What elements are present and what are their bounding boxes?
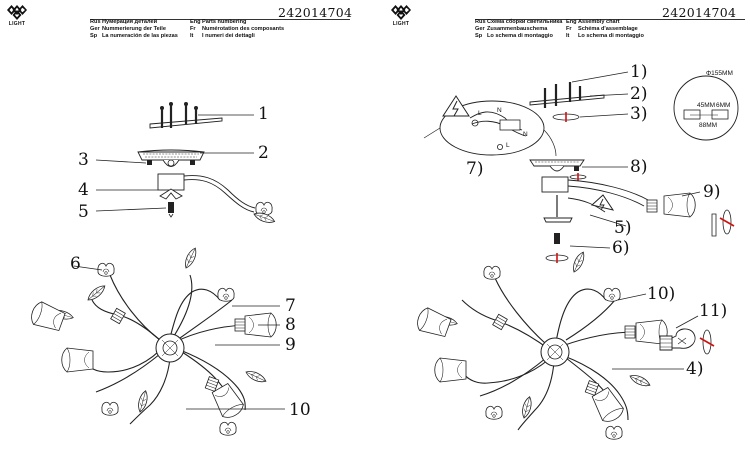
mounting-plate-right (541, 176, 735, 263)
part-number-5: 5 (78, 202, 89, 222)
part-number-9: 9 (285, 335, 296, 355)
wire-label-n2: N (523, 131, 528, 138)
step-label-6: 6) (612, 238, 630, 258)
header-rule-right (475, 19, 745, 20)
canopy-dimension-circle (673, 75, 739, 141)
step-label-11: 11) (699, 301, 728, 321)
product-code-left: 242014704 (278, 5, 353, 20)
wire-label-l2: L (506, 142, 510, 149)
logo-text: LIGHT (8, 21, 26, 27)
part-number-2: 2 (258, 143, 269, 163)
mounting-bracket (149, 102, 223, 129)
step-label-8: 8) (630, 157, 648, 177)
step-label-1: 1) (630, 62, 648, 82)
dimension-45mm: 45MM (697, 102, 716, 109)
canopy-right (529, 159, 587, 181)
canopy (137, 149, 205, 167)
step-label-7: 7) (466, 159, 484, 179)
step-label-2: 2) (630, 84, 648, 104)
brand-logo-right: LIGHT (388, 2, 414, 27)
chandelier-assembled-right (414, 250, 668, 440)
part-number-1: 1 (258, 104, 269, 124)
dimension-6mm: 6MM (716, 102, 731, 109)
wire-label-n1: N (497, 107, 502, 114)
part-number-4: 4 (78, 180, 89, 200)
part-number-7: 7 (285, 296, 296, 316)
part-number-3: 3 (78, 150, 89, 170)
step-label-4: 4) (686, 359, 704, 379)
wire-label-l1: L (478, 110, 482, 117)
header-rule-left (90, 19, 350, 20)
part-number-8: 8 (285, 315, 296, 335)
dimension-88mm: 88MM (699, 122, 718, 129)
step-label-5: 5) (614, 218, 632, 238)
logo-text: LIGHT (392, 21, 410, 27)
brand-logo-left: LIGHT (4, 2, 30, 27)
step-label-3: 3) (630, 104, 648, 124)
logo-diamonds-icon (391, 5, 411, 20)
mounting-plate-arm (157, 173, 277, 226)
chandelier-assembled-left (28, 246, 277, 436)
product-code-right: 242014704 (662, 5, 737, 20)
wiring-detail-magnifier (423, 95, 557, 157)
part-number-6: 6 (70, 254, 81, 274)
logo-diamonds-icon (7, 5, 27, 20)
mounting-bracket-right (529, 82, 605, 122)
step-label-10: 10) (647, 284, 676, 304)
part-number-10: 10 (289, 400, 311, 420)
dimension-diameter: Φ155MM (706, 70, 733, 77)
light-bulb (659, 328, 715, 355)
step-label-9: 9) (703, 182, 721, 202)
